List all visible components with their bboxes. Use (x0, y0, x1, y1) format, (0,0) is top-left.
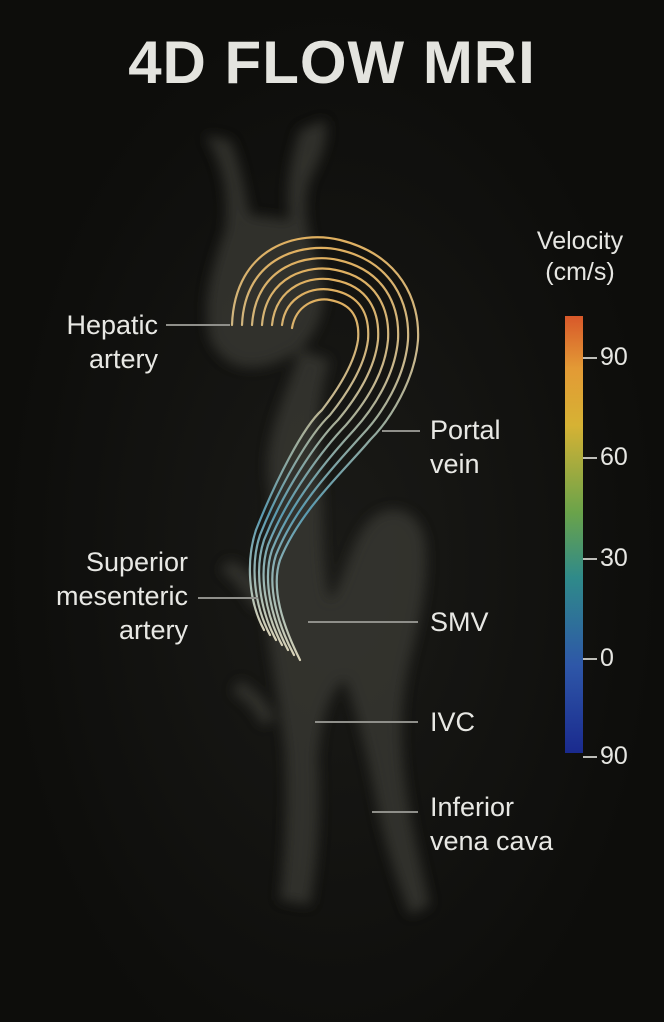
colorbar-tick (583, 658, 597, 660)
colorbar-tick (583, 457, 597, 459)
colorbar-tick (583, 558, 597, 560)
label-superior-mesenteric-artery: Superior mesenteric artery (55, 547, 188, 645)
flow-streamlines (230, 236, 420, 662)
label-inferior-vena-cava: Inferior vena cava (430, 792, 554, 856)
anatomy-silhouette (205, 120, 430, 915)
colorbar-tick-label: 0 (600, 644, 614, 672)
colorbar-tick-label: 90 (600, 343, 628, 371)
colorbar-title: Velocity (cm/s) (536, 227, 624, 286)
label-portal-vein: Portal vein (430, 415, 501, 479)
colorbar-tick (583, 357, 597, 359)
colorbar-gradient (565, 316, 583, 753)
colorbar-tick-label: 30 (600, 544, 628, 572)
label-ivc: IVC (430, 707, 476, 737)
colorbar-tick (583, 756, 597, 758)
page-title: 4D FLOW MRI (128, 29, 536, 96)
label-smv: SMV (430, 607, 489, 637)
label-hepatic-artery: Hepatic artery (66, 310, 158, 374)
colorbar-tick-label: 60 (600, 443, 628, 471)
colorbar-tick-label: 90 (600, 742, 628, 770)
